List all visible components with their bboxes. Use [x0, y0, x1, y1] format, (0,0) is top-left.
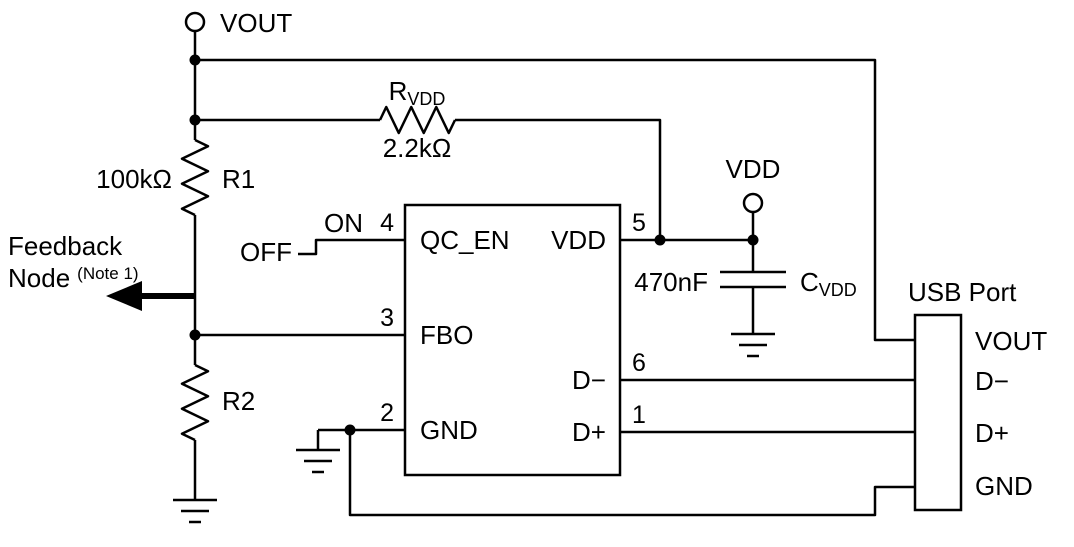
usb-pin-label-dminus: D−: [975, 366, 1009, 396]
on-off-switch: OFF ON: [240, 208, 363, 267]
r2-name-label: R2: [222, 386, 255, 416]
feedback-arrow-head: [106, 281, 142, 311]
qc-en-step-wire: [298, 238, 405, 256]
rvdd-prefix: R: [389, 76, 408, 106]
ic-body: [403, 203, 622, 477]
resistor-r1-zigzag: [180, 138, 210, 217]
resistor-rvdd: RVDD 2.2kΩ: [378, 76, 457, 163]
vout-terminal-circle: [184, 11, 206, 33]
usb-pin-label-gnd: GND: [975, 471, 1033, 501]
ic-pin-number-1: 1: [632, 401, 646, 429]
ic-pin-label-gnd: GND: [420, 415, 478, 445]
usb-port-title: USB Port: [908, 277, 1017, 307]
usb-port-body: [913, 313, 963, 512]
cap-name-label: CVDD: [800, 267, 857, 300]
rvdd-subscript: VDD: [407, 89, 445, 109]
rvdd-value-label: 2.2kΩ: [383, 133, 452, 163]
resistor-r2: R2: [180, 363, 255, 442]
vout-to-usb-wire: [195, 58, 915, 342]
junction-dot-cap-node: [747, 234, 759, 246]
junction-dot-vdd-pin: [654, 234, 666, 246]
junction-dot-vout-rail: [189, 54, 201, 66]
ic-pin-number-4: 4: [380, 209, 394, 237]
resistor-r2-zigzag: [180, 363, 210, 442]
feedback-label-line2: Node (Note 1): [8, 263, 139, 293]
cap-prefix: C: [800, 267, 819, 297]
capacitor-cvdd: 470nF CVDD: [634, 267, 857, 300]
cap-subscript: VDD: [819, 280, 857, 300]
vout-terminal: VOUT: [184, 8, 292, 38]
feedback-note-superscript: (Note 1): [77, 264, 138, 283]
on-label: ON: [324, 208, 363, 238]
r1-value-label: 100kΩ: [96, 164, 172, 194]
rvdd-right-wire: [455, 118, 662, 240]
ic-pin-label-fbo: FBO: [420, 320, 473, 350]
vout-terminal-label: VOUT: [220, 8, 292, 38]
ground-symbol-cap: [731, 332, 775, 358]
feedback-node-word: Node: [8, 263, 70, 293]
ic-pin-number-6: 6: [632, 349, 646, 377]
junction-dot-fbo-branch: [189, 329, 201, 341]
usb-pin-label-dplus: D+: [975, 418, 1009, 448]
ic-pin-number-2: 2: [380, 399, 394, 427]
ic-pin-label-dminus: D−: [572, 365, 606, 395]
junction-dot-gnd-return: [344, 424, 356, 436]
usb-port: USB Port VOUT D− D+ GND: [908, 277, 1047, 512]
junction-dots: [189, 54, 759, 436]
ic-pin-number-3: 3: [380, 304, 394, 332]
feedback-label-line1: Feedback: [8, 231, 123, 261]
ic-pin-label-qc-en: QC_EN: [420, 225, 510, 255]
r1-name-label: R1: [222, 164, 255, 194]
usb-pin-label-vout: VOUT: [975, 326, 1047, 356]
resistor-r1: 100kΩ R1: [96, 138, 255, 217]
usb-gnd-return-wire: [348, 430, 915, 517]
vdd-terminal-circle: [742, 192, 764, 214]
resistor-rvdd-zigzag: [378, 105, 457, 135]
feedback-node-arrow: Feedback Node (Note 1): [8, 231, 195, 311]
junction-dot-rvdd-branch: [189, 114, 201, 126]
vdd-terminal-label: VDD: [726, 154, 781, 184]
wires: [193, 31, 915, 517]
ic-pin-number-5: 5: [632, 209, 646, 237]
ic-block: QC_EN FBO GND VDD D− D+ 4 3 2 5 6 1: [380, 203, 646, 477]
vdd-terminal: VDD: [726, 154, 781, 214]
ground-symbol-ic-gnd: [296, 430, 340, 474]
rvdd-name-label: RVDD: [389, 76, 446, 109]
ground-symbol-r2: [173, 498, 217, 524]
ic-pin-label-vdd: VDD: [551, 225, 606, 255]
ic-pin-label-dplus: D+: [572, 417, 606, 447]
cap-value-label: 470nF: [634, 267, 708, 297]
off-label: OFF: [240, 237, 292, 267]
